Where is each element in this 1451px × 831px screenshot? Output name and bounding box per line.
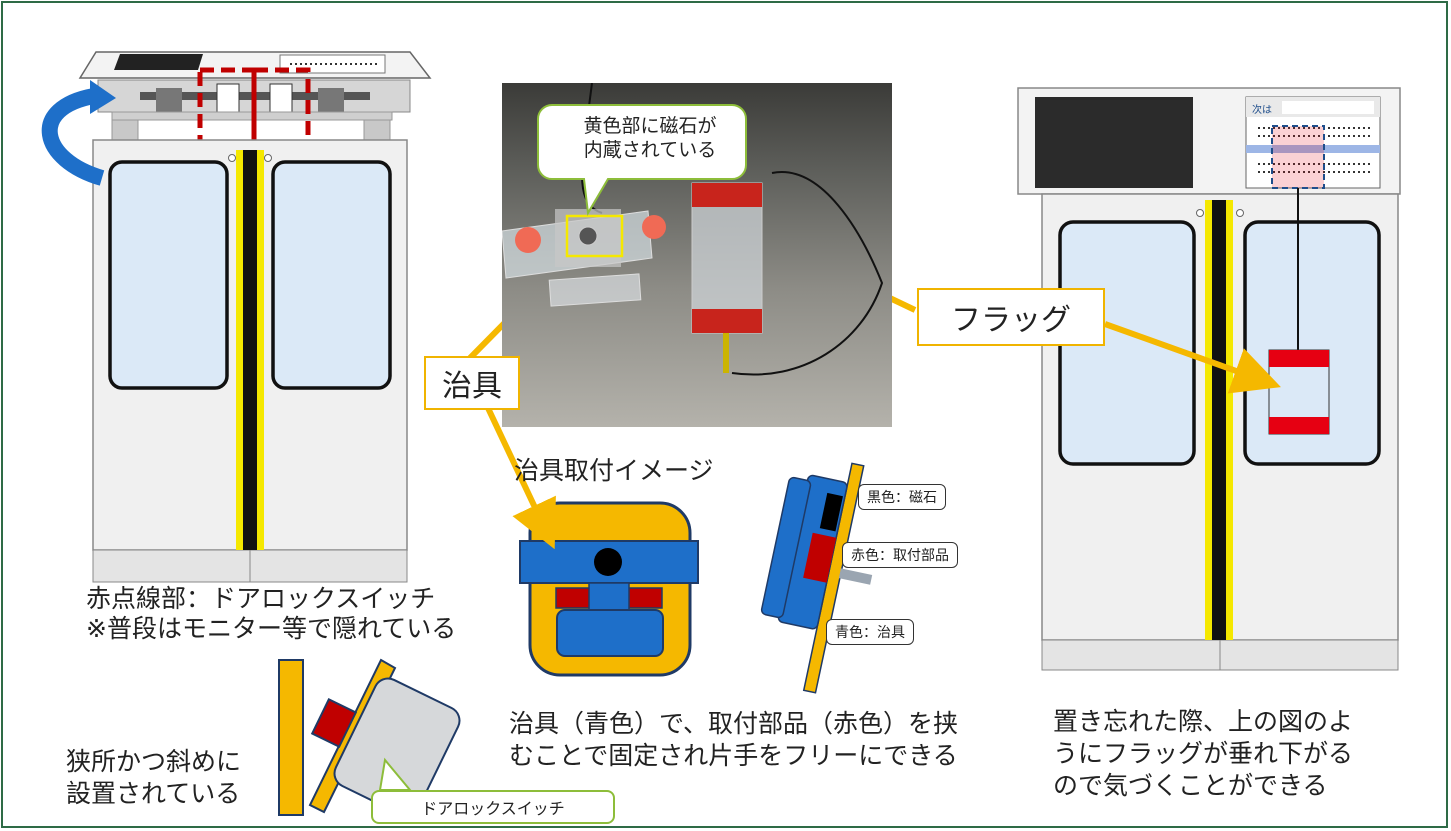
tag-black-magnet: 黒色：磁石	[858, 484, 946, 510]
bubble-line-1: 黄色部に磁石が	[583, 115, 717, 137]
jig-side-diagram	[760, 462, 873, 694]
right-door-illustration	[1017, 87, 1401, 671]
bubble-line-2: 内蔵されている	[583, 139, 717, 161]
flag-callout: フラッグ	[917, 288, 1105, 346]
door-lock-switch-label: ドアロックスイッチ	[371, 790, 615, 824]
left-door-illustration	[41, 51, 432, 583]
narrow-caption-line-2: 設置されている	[66, 779, 241, 808]
right-caption-line-1: 置き忘れた際、上の図のよ	[1053, 707, 1354, 736]
tag-red-part: 赤色：取付部品	[842, 542, 958, 568]
left-caption-line-2: ※普段はモニター等で隠れている	[86, 614, 457, 643]
jig-callout: 治具	[424, 356, 520, 410]
left-caption-line-1: 赤点線部：ドアロックスイッチ	[86, 584, 436, 613]
mid-caption-line-1: 治具（青色）で、取付部品（赤色）を挟	[509, 709, 959, 738]
jig-mount-image-title: 治具取付イメージ	[514, 456, 714, 485]
narrow-switch-diagram	[278, 658, 461, 817]
right-caption-line-3: ので気づくことができる	[1053, 771, 1328, 800]
monitor-next-label: 次は	[1252, 105, 1272, 116]
tag-blue-jig: 青色：治具	[826, 619, 914, 645]
mid-caption-line-2: むことで固定され片手をフリーにできる	[509, 741, 958, 770]
narrow-caption-line-1: 狭所かつ斜めに	[66, 747, 242, 776]
right-caption-line-2: うにフラッグが垂れ下がる	[1053, 739, 1354, 768]
